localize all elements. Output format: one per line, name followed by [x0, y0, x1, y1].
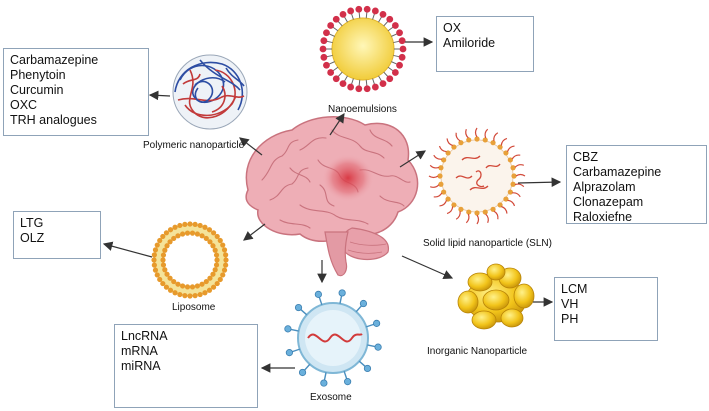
- arrow-to-polymeric: [239, 137, 263, 156]
- drug-label: Carbamazepine: [10, 53, 99, 67]
- drug-label: OX: [443, 21, 462, 35]
- arrow-to-polymeric-box: [148, 90, 171, 101]
- polymeric-drug-box: Carbamazepine Phenytoin Curcumin OXC TRH…: [3, 48, 149, 136]
- exosome-drug-box: LncRNA mRNA miRNA: [114, 324, 258, 408]
- drug-label: miRNA: [121, 359, 161, 373]
- arrow-to-sln-box: [517, 177, 562, 187]
- sln-caption: Solid lipid nanoparticle (SLN): [423, 238, 552, 249]
- drug-label: LncRNA: [121, 329, 168, 343]
- exosome-caption: Exosome: [310, 392, 352, 403]
- drug-label: Curcumin: [10, 83, 64, 97]
- arrow-to-liposome: [243, 223, 266, 241]
- drug-label: TRH analogues: [10, 113, 97, 127]
- polymeric-caption: Polymeric nanoparticle: [143, 140, 245, 151]
- arrow-to-nanoemulsion: [329, 113, 345, 136]
- drug-label: LTG: [20, 216, 44, 230]
- arrow-to-liposome-box: [102, 241, 153, 258]
- drug-label: VH: [561, 297, 579, 311]
- inorganic-nanoparticle-illustration: [457, 263, 535, 330]
- drug-label: Alprazolam: [573, 180, 636, 194]
- inorganic-caption: Inorganic Nanoparticle: [427, 346, 528, 357]
- brain-illustration: [245, 116, 419, 277]
- liposome-drug-box: LTG OLZ: [13, 211, 101, 259]
- drug-label: CBZ: [573, 150, 598, 164]
- drug-label: Carbamazepine: [573, 165, 662, 179]
- inorganic-drug-box: LCM VH PH: [554, 277, 658, 341]
- arrow-to-sln: [399, 150, 427, 168]
- drug-label: Raloxiefne: [573, 210, 633, 224]
- drug-label: PH: [561, 312, 579, 326]
- liposome-illustration: [151, 221, 229, 299]
- drug-label: Phenytoin: [10, 68, 66, 82]
- polymeric-nanoparticle-illustration: [172, 54, 248, 130]
- nanoemulsion-illustration: [319, 5, 407, 93]
- sln-illustration: [428, 127, 526, 225]
- drug-label: OXC: [10, 98, 38, 112]
- arrow-to-inorganic: [401, 255, 454, 280]
- drug-label: Clonazepam: [573, 195, 644, 209]
- liposome-caption: Liposome: [172, 302, 216, 313]
- exosome-illustration: [284, 289, 382, 387]
- arrows: [102, 37, 562, 373]
- drug-label: mRNA: [121, 344, 158, 358]
- nanoemulsion-drug-box: OX Amiloride: [436, 16, 534, 72]
- sln-drug-box: CBZ Carbamazepine Alprazolam Clonazepam …: [566, 145, 707, 224]
- drug-label: OLZ: [20, 231, 45, 245]
- drug-label: LCM: [561, 282, 588, 296]
- nanoemulsion-caption: Nanoemulsions: [328, 104, 397, 115]
- drug-label: Amiloride: [443, 36, 496, 50]
